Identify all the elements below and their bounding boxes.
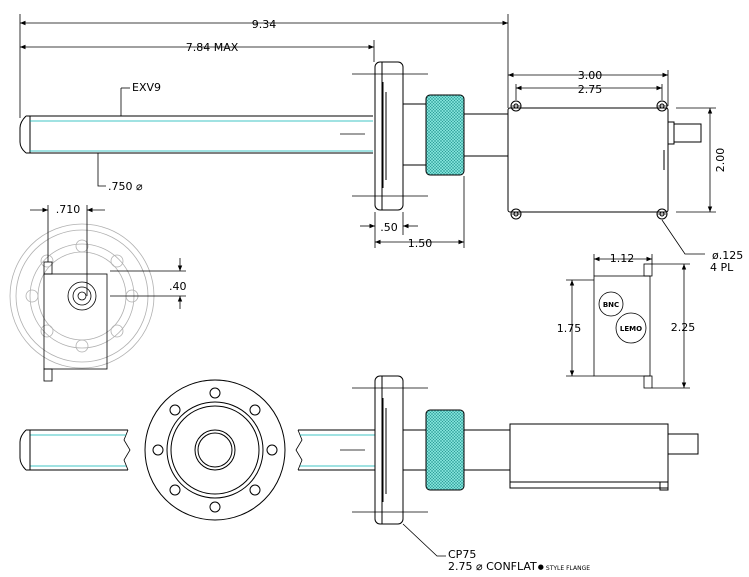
flange-face	[144, 379, 286, 521]
dimension-lines-top	[19, 14, 716, 255]
label-bnc: BNC	[603, 301, 619, 309]
bottom-elevation-view	[19, 375, 699, 557]
top-elevation-view	[19, 61, 702, 220]
label-tube-diameter: .750 ⌀	[108, 180, 143, 193]
dim-hole-count: 4 PL	[710, 261, 734, 274]
dim-overall-length: 9.34	[252, 18, 277, 31]
end-view	[9, 205, 186, 382]
dim-center-offset: .40	[169, 280, 187, 293]
label-part-number: EXV9	[132, 81, 161, 94]
label-flange-desc-suffix: STYLE FLANGE	[546, 565, 590, 572]
dim-max-length: 7.84 MAX	[186, 41, 239, 54]
dim-side-height-inner: 1.75	[557, 322, 582, 335]
center-bore	[67, 281, 97, 311]
dim-flange-thickness: .50	[380, 221, 398, 234]
knurled-knob	[425, 94, 465, 176]
label-lemo: LEMO	[620, 325, 642, 333]
label-flange-model: CP75	[448, 548, 476, 561]
dim-side-height-outer: 2.25	[671, 321, 696, 334]
flange	[374, 61, 404, 211]
dim-side-width: 1.12	[610, 252, 635, 265]
connector-panel	[593, 275, 651, 377]
dim-hole-spacing: 2.75	[578, 83, 603, 96]
bnc-connector	[598, 291, 624, 317]
dim-box-length: 3.00	[578, 69, 603, 82]
dim-knob-offset: 1.50	[408, 237, 433, 250]
registered-mark: ●	[538, 563, 544, 571]
dim-offset: .710	[56, 203, 81, 216]
housing-end-face	[43, 273, 108, 370]
connector-stub	[673, 123, 702, 143]
housing-box	[507, 107, 669, 213]
label-flange-desc-prefix: 2.75 ⌀ CONFLAT	[448, 560, 537, 573]
connector-side-view	[566, 254, 690, 389]
dim-hole-diameter: ø.125	[712, 249, 743, 262]
housing-box-bottom	[509, 423, 669, 489]
tube-body	[19, 115, 373, 154]
label-flange-description: 2.75 ⌀ CONFLAT●STYLE FLANGE	[448, 560, 590, 573]
dim-box-height: 2.00	[714, 148, 727, 173]
lemo-connector	[615, 312, 647, 344]
